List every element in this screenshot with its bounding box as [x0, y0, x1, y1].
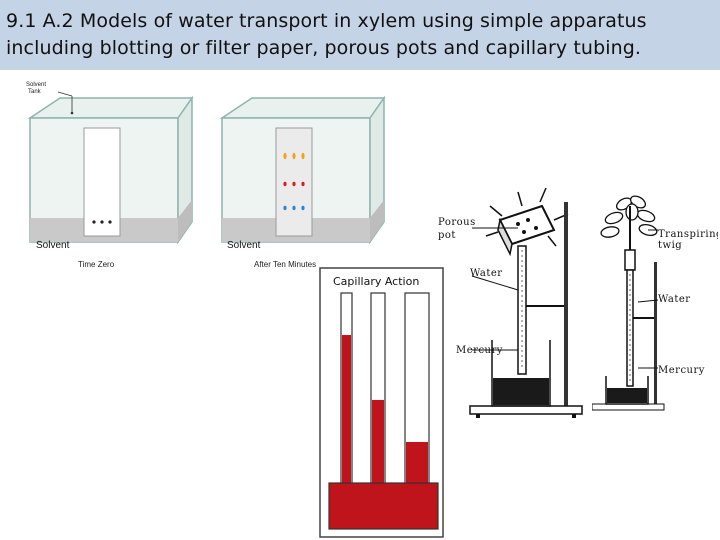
pigment-dot [283, 181, 287, 187]
capillary-title: Capillary Action [333, 275, 419, 288]
tank2-caption: After Ten Minutes [254, 260, 316, 269]
pigment-dot [292, 181, 296, 187]
porous-pot-label: Porous [438, 217, 476, 228]
twig-water-label: Water [658, 294, 691, 305]
title-bar: 9.1 A.2 Models of water transport in xyl… [0, 0, 720, 70]
pigment-dot [283, 205, 287, 211]
tank2-solvent-label: Solvent [227, 240, 261, 251]
twig-leaves [600, 195, 658, 238]
separated-dots [283, 152, 305, 211]
porous-mercury-label: Mercury [456, 345, 503, 356]
chromatography-figure: Solvent Tank Solvent Time Zero Solvent A… [14, 76, 394, 272]
porous-water-label: Water [470, 268, 503, 279]
pigment-dot [301, 205, 305, 211]
capillary-liquid [372, 399, 384, 484]
pigment-dot [301, 152, 305, 160]
transpiring-twig-apparatus: Transpiring twig Water Mercury [592, 190, 718, 416]
tank-time-zero: Solvent Tank Solvent Time Zero [26, 82, 194, 269]
capillary-liquid [406, 441, 428, 484]
solvent-tank-label: Solvent [26, 82, 46, 88]
sample-dot [108, 220, 112, 224]
porous-pot-apparatus: Porous pot Water Mercury [432, 180, 592, 420]
capillary-liquid [342, 335, 351, 484]
mercury-fill [493, 378, 549, 405]
pigment-dot [283, 152, 287, 160]
capillary-action-figure: Capillary Action [319, 267, 444, 538]
slide-title-line-1: 9.1 A.2 Models of water transport in xyl… [6, 10, 647, 32]
pigment-dot [292, 152, 296, 160]
porous-pot [485, 187, 569, 257]
mercury-fill [607, 388, 647, 403]
tank1-solvent-label: Solvent [36, 240, 70, 251]
twig-mercury-label: Mercury [658, 365, 705, 376]
sample-dot [100, 220, 104, 224]
pigment-dot [301, 181, 305, 187]
tank1-caption: Time Zero [78, 260, 115, 269]
sample-dot [92, 220, 96, 224]
twig-label: Transpiring [658, 229, 718, 240]
solvent-tank-label-2: Tank [28, 89, 42, 95]
twig-label-2: twig [658, 240, 682, 251]
porous-pot-label-2: pot [438, 230, 456, 241]
capillary-tubes [340, 292, 430, 485]
slide-title-line-2: including blotting or filter paper, poro… [6, 37, 642, 59]
liquid-reservoir [328, 482, 439, 530]
tank-after-ten-minutes: Solvent After Ten Minutes [219, 95, 386, 269]
pigment-dot [292, 205, 296, 211]
